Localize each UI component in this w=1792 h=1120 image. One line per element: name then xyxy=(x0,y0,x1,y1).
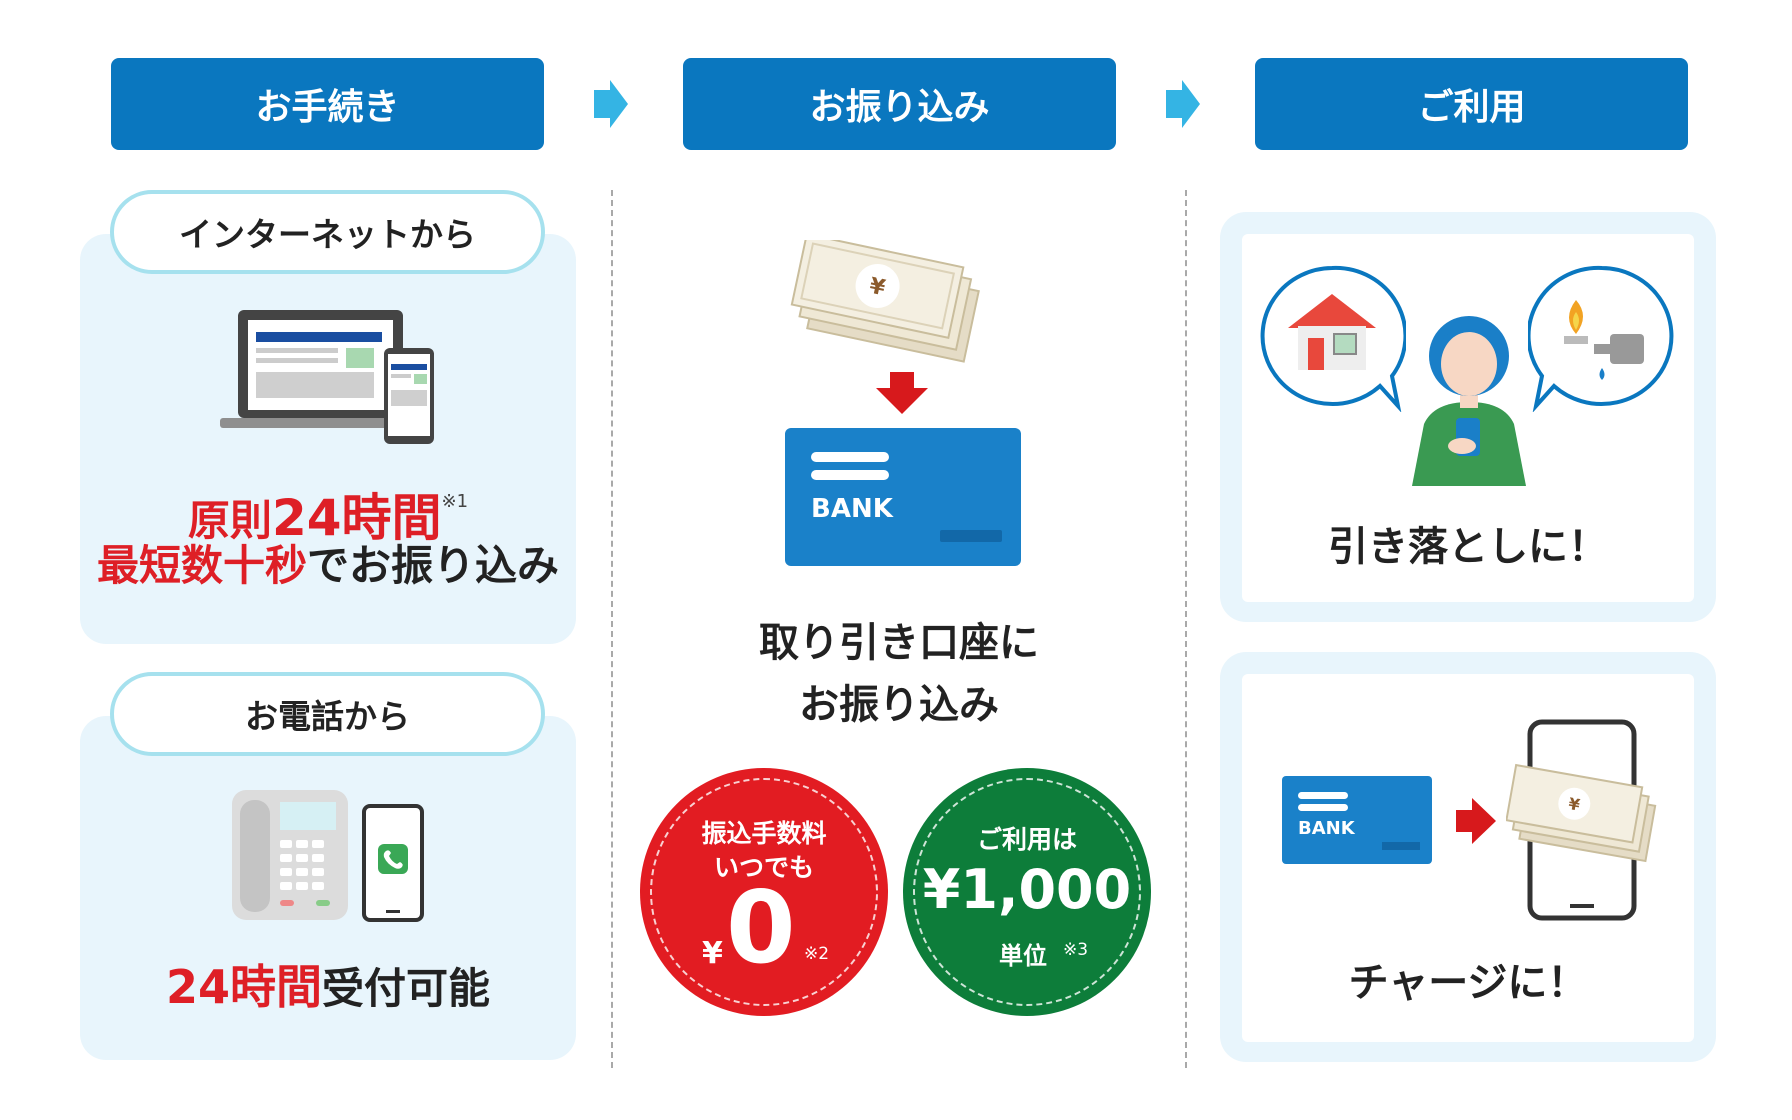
bank-card-label: BANK xyxy=(811,494,893,524)
gas-water-speech-bubble-icon xyxy=(1528,265,1674,412)
step-use: ご利用 xyxy=(1255,58,1688,150)
house-speech-bubble-icon xyxy=(1260,265,1406,412)
down-arrow-icon xyxy=(876,372,928,414)
fee-badge-line1: 振込手数料 xyxy=(701,819,827,848)
step-procedure: お手続き xyxy=(111,58,544,150)
step-arrow-icon xyxy=(594,80,628,128)
bank-card-icon: BANK xyxy=(785,428,1021,566)
charge-text: チャージに！ xyxy=(1348,960,1588,1006)
transfer-text-line2: お振り込み xyxy=(799,682,999,728)
internet-hours-text: 原則24時間※1 xyxy=(80,470,576,553)
fee-badge-amount: 0 xyxy=(726,869,796,986)
unit-badge-note: ※3 xyxy=(1063,940,1089,960)
banknotes-icon: ¥ xyxy=(790,240,980,363)
internet-speed-black: でお振り込み xyxy=(307,541,560,590)
unit-badge: ご利用は ¥1,000 単位 ※3 xyxy=(903,768,1151,1016)
phone-hours-black: 受付可能 xyxy=(322,964,491,1013)
internet-speed-text: 最短数十秒でお振り込み xyxy=(80,534,576,598)
telephone-icon xyxy=(232,790,424,922)
fee-badge-line2: いつでも xyxy=(713,853,814,882)
column-divider xyxy=(1185,190,1187,1068)
step-arrow-icon xyxy=(1166,80,1200,128)
internet-note: ※1 xyxy=(441,491,469,512)
charge-bank-card-label: BANK xyxy=(1298,818,1355,839)
column-divider xyxy=(611,190,613,1068)
phone-hours-red: 24時間 xyxy=(165,960,322,1014)
smartphone-banknotes-icon: ¥ xyxy=(1506,719,1657,921)
charge-bank-card-icon: BANK xyxy=(1282,776,1432,864)
unit-badge-amount: ¥1,000 xyxy=(922,858,1132,921)
internet-hours-value: 24時間 xyxy=(271,489,442,547)
phone-pill: お電話から xyxy=(110,672,545,756)
internet-speed-red: 最短数十秒 xyxy=(96,541,307,590)
banknote-yen-mark: ¥ xyxy=(867,274,888,302)
fee-badge: 振込手数料 いつでも ¥ 0 ※2 xyxy=(640,768,888,1016)
phone-hours-text: 24時間受付可能 xyxy=(80,955,576,1021)
charge-banknote-yen-mark: ¥ xyxy=(1567,794,1581,815)
unit-badge-unit: 単位 xyxy=(999,942,1047,970)
fee-badge-note: ※2 xyxy=(804,944,830,964)
woman-with-phone-icon xyxy=(1412,316,1526,486)
laptop-smartphone-icon xyxy=(220,310,434,444)
internet-pill: インターネットから xyxy=(110,190,545,274)
transfer-text-line1: 取り引き口座に xyxy=(759,620,1039,666)
internet-hours-prefix: 原則 xyxy=(187,496,272,545)
fee-badge-yen: ¥ xyxy=(702,936,723,971)
internet-panel xyxy=(80,234,576,644)
debit-text: 引き落としに！ xyxy=(1328,524,1608,570)
right-arrow-icon xyxy=(1456,798,1496,844)
unit-badge-line1: ご利用は xyxy=(976,825,1077,854)
step-transfer: お振り込み xyxy=(683,58,1116,150)
